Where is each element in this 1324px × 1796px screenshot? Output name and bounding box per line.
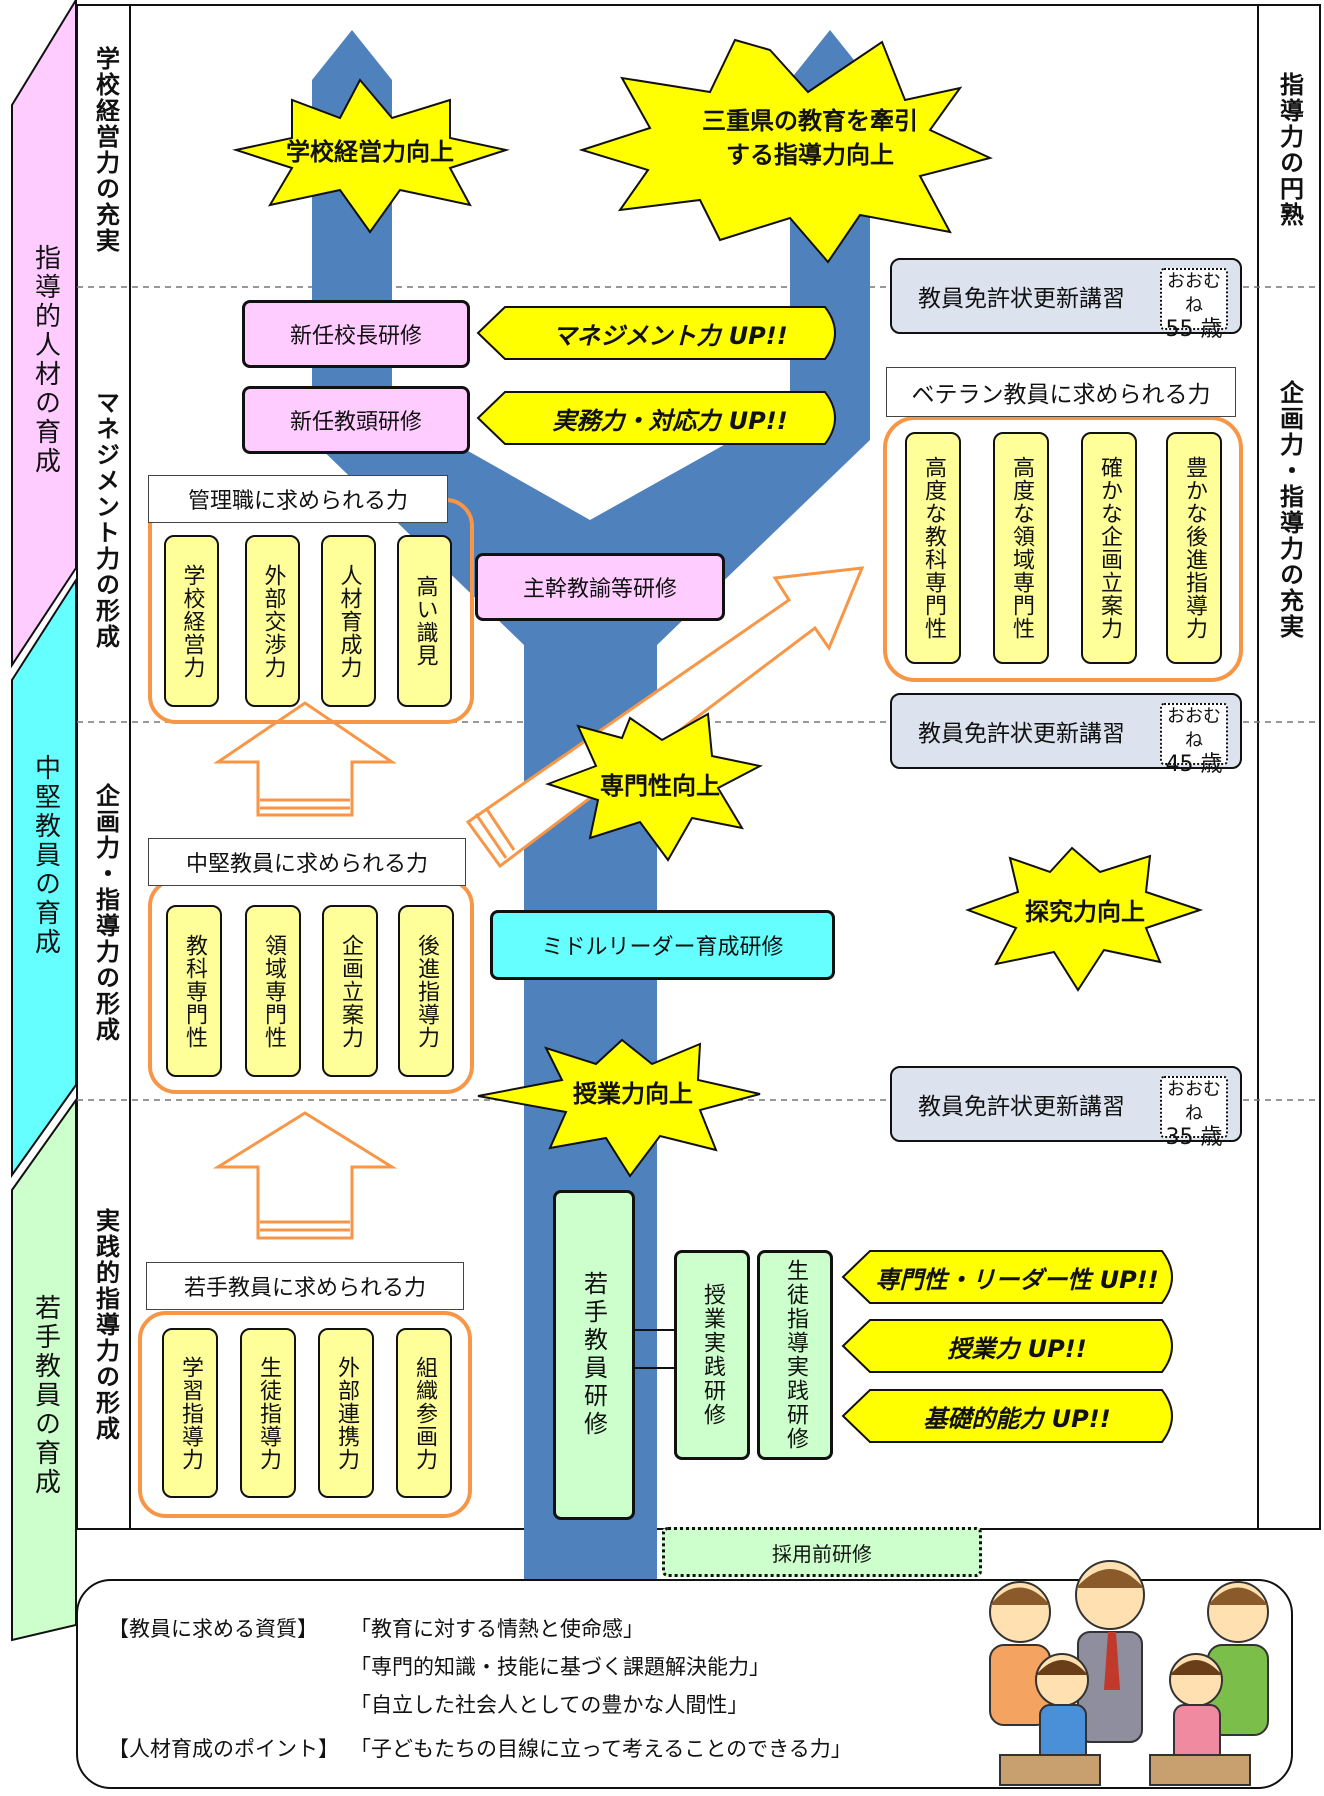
burst-school-mgmt-text: 学校経営力向上 (286, 138, 454, 166)
growth-arrow-up (212, 1111, 398, 1240)
legend-quality: 「自立した社会人としての豊かな人間性」 (350, 1693, 749, 1717)
license-renewal-35: 教員免許状更新講習 おおむね 35 歳 (890, 1066, 1242, 1150)
license-renewal-label: 教員免許状更新講習 (918, 721, 1125, 747)
callout-management (476, 306, 836, 360)
veteran-skill: 確かな企画立案力 (1081, 432, 1137, 664)
training-lesson-practice: 授業実践研修 (674, 1250, 750, 1460)
burst-teaching-text: 授業力向上 (573, 1080, 693, 1108)
manager-skill: 学校経営力 (164, 535, 219, 707)
callout-practical-text: 実務力・対応力 UP!! (552, 406, 788, 435)
mid-group-title: 中堅教員に求められる力 (148, 838, 466, 886)
right-label-mature: 指導力の円熟 (1275, 72, 1304, 228)
callout-teaching-text: 授業力 UP!! (947, 1334, 1087, 1363)
right-label-planning-fulfill: 企画力・指導力の充実 (1275, 380, 1304, 640)
age-approx: おおむね (1167, 1079, 1221, 1124)
legend-qualities-label: 【教員に求める資質】 (108, 1617, 318, 1641)
mid-skill: 企画立案力 (322, 905, 378, 1077)
growth-arrow-up (213, 701, 397, 817)
training-new-principal: 新任校長研修 (242, 300, 470, 368)
young-group-frame (138, 1311, 472, 1518)
stage-label-management: マネジメント力の形成 (91, 390, 120, 650)
legend-quality: 「専門的知識・技能に基づく課題解決能力」 (350, 1655, 770, 1679)
young-skill: 学習指導力 (162, 1328, 218, 1498)
growth-arrow-diagonal (465, 566, 865, 869)
training-pre-hire: 採用前研修 (662, 1527, 982, 1577)
callout-expertise-leader-text: 専門性・リーダー性 UP!! (875, 1265, 1159, 1294)
age-value: 35 歳 (1165, 1125, 1223, 1150)
age-approx: おおむね (1167, 271, 1221, 316)
callout-basic-text: 基礎的能力 UP!! (923, 1404, 1111, 1433)
stage-label-planning: 企画力・指導力の形成 (91, 782, 120, 1043)
age-value: 55 歳 (1165, 317, 1223, 342)
training-middle-leader: ミドルリーダー育成研修 (490, 910, 835, 980)
mid-skill: 後進指導力 (398, 905, 454, 1077)
callout-teaching (841, 1319, 1173, 1373)
burst-inquiry (965, 846, 1204, 992)
stage-label-school-mgmt: 学校経営力の充実 (91, 46, 120, 254)
legend-point-label: 【人材育成のポイント】 (108, 1737, 339, 1761)
veteran-skill: 豊かな後進指導力 (1166, 432, 1222, 664)
training-young-teacher: 若手教員研修 (553, 1190, 635, 1520)
veteran-group-title: ベテラン教員に求められる力 (886, 367, 1236, 417)
veteran-group-frame (883, 416, 1243, 682)
veteran-skill: 高度な領域専門性 (993, 432, 1049, 664)
young-skill: 組織参画力 (396, 1328, 452, 1498)
age-approx: おおむね (1167, 706, 1221, 751)
manager-skill: 人材育成力 (321, 535, 376, 707)
burst-mie-lead-text: 三重県の教育を牽引する指導力向上 (702, 107, 918, 169)
veteran-skill: 高度な教科専門性 (905, 432, 961, 664)
legend-point: 「子どもたちの目線に立って考えることのできる力」 (350, 1737, 852, 1761)
age-badge: おおむね 55 歳 (1160, 268, 1228, 342)
age-badge: おおむね 45 歳 (1160, 703, 1228, 777)
stage-label-practical: 実践的指導力の形成 (91, 1208, 120, 1442)
side-label-leader: 指導的人材の育成 (30, 244, 61, 476)
callout-basic (841, 1389, 1173, 1443)
mid-skill: 領域専門性 (245, 905, 301, 1077)
growth-trunk (312, 30, 870, 1580)
training-student-guidance: 生徒指導実践研修 (757, 1250, 833, 1460)
manager-skill: 高い識見 (397, 535, 452, 707)
license-renewal-label: 教員免許状更新講習 (918, 286, 1125, 312)
age-badge: おおむね 35 歳 (1160, 1076, 1228, 1150)
burst-mie-lead (578, 38, 993, 264)
license-renewal-55: 教員免許状更新講習 おおむね 55 歳 (890, 258, 1242, 342)
training-chief-teacher: 主幹教諭等研修 (475, 553, 725, 621)
burst-teaching (477, 1038, 761, 1178)
callout-expertise-leader (841, 1250, 1173, 1304)
burst-expertise (544, 712, 763, 862)
teachers-and-children-illustration (989, 1560, 1269, 1786)
license-renewal-45: 教員免許状更新講習 おおむね 45 歳 (890, 693, 1242, 777)
callout-management-text: マネジメント力 UP!! (552, 321, 788, 350)
burst-expertise-text: 専門性向上 (600, 772, 720, 800)
manager-skill: 外部交渉力 (245, 535, 300, 707)
young-group-title: 若手教員に求められる力 (146, 1262, 464, 1310)
manager-group-title: 管理職に求められる力 (148, 475, 448, 523)
young-skill: 生徒指導力 (240, 1328, 296, 1498)
burst-inquiry-text: 探究力向上 (1025, 898, 1145, 926)
legend-frame (76, 1579, 1293, 1789)
training-new-vice-principal: 新任教頭研修 (242, 386, 470, 454)
burst-school-mgmt (232, 78, 510, 234)
mid-skill: 教科専門性 (166, 905, 222, 1077)
young-skill: 外部連携力 (318, 1328, 374, 1498)
license-renewal-label: 教員免許状更新講習 (918, 1094, 1125, 1120)
legend-quality: 「教育に対する情熱と使命感」 (350, 1617, 644, 1641)
side-label-mid: 中堅教員の育成 (30, 753, 61, 957)
age-value: 45 歳 (1165, 752, 1223, 777)
callout-practical (476, 391, 836, 445)
side-label-young: 若手教員の育成 (30, 1293, 61, 1497)
